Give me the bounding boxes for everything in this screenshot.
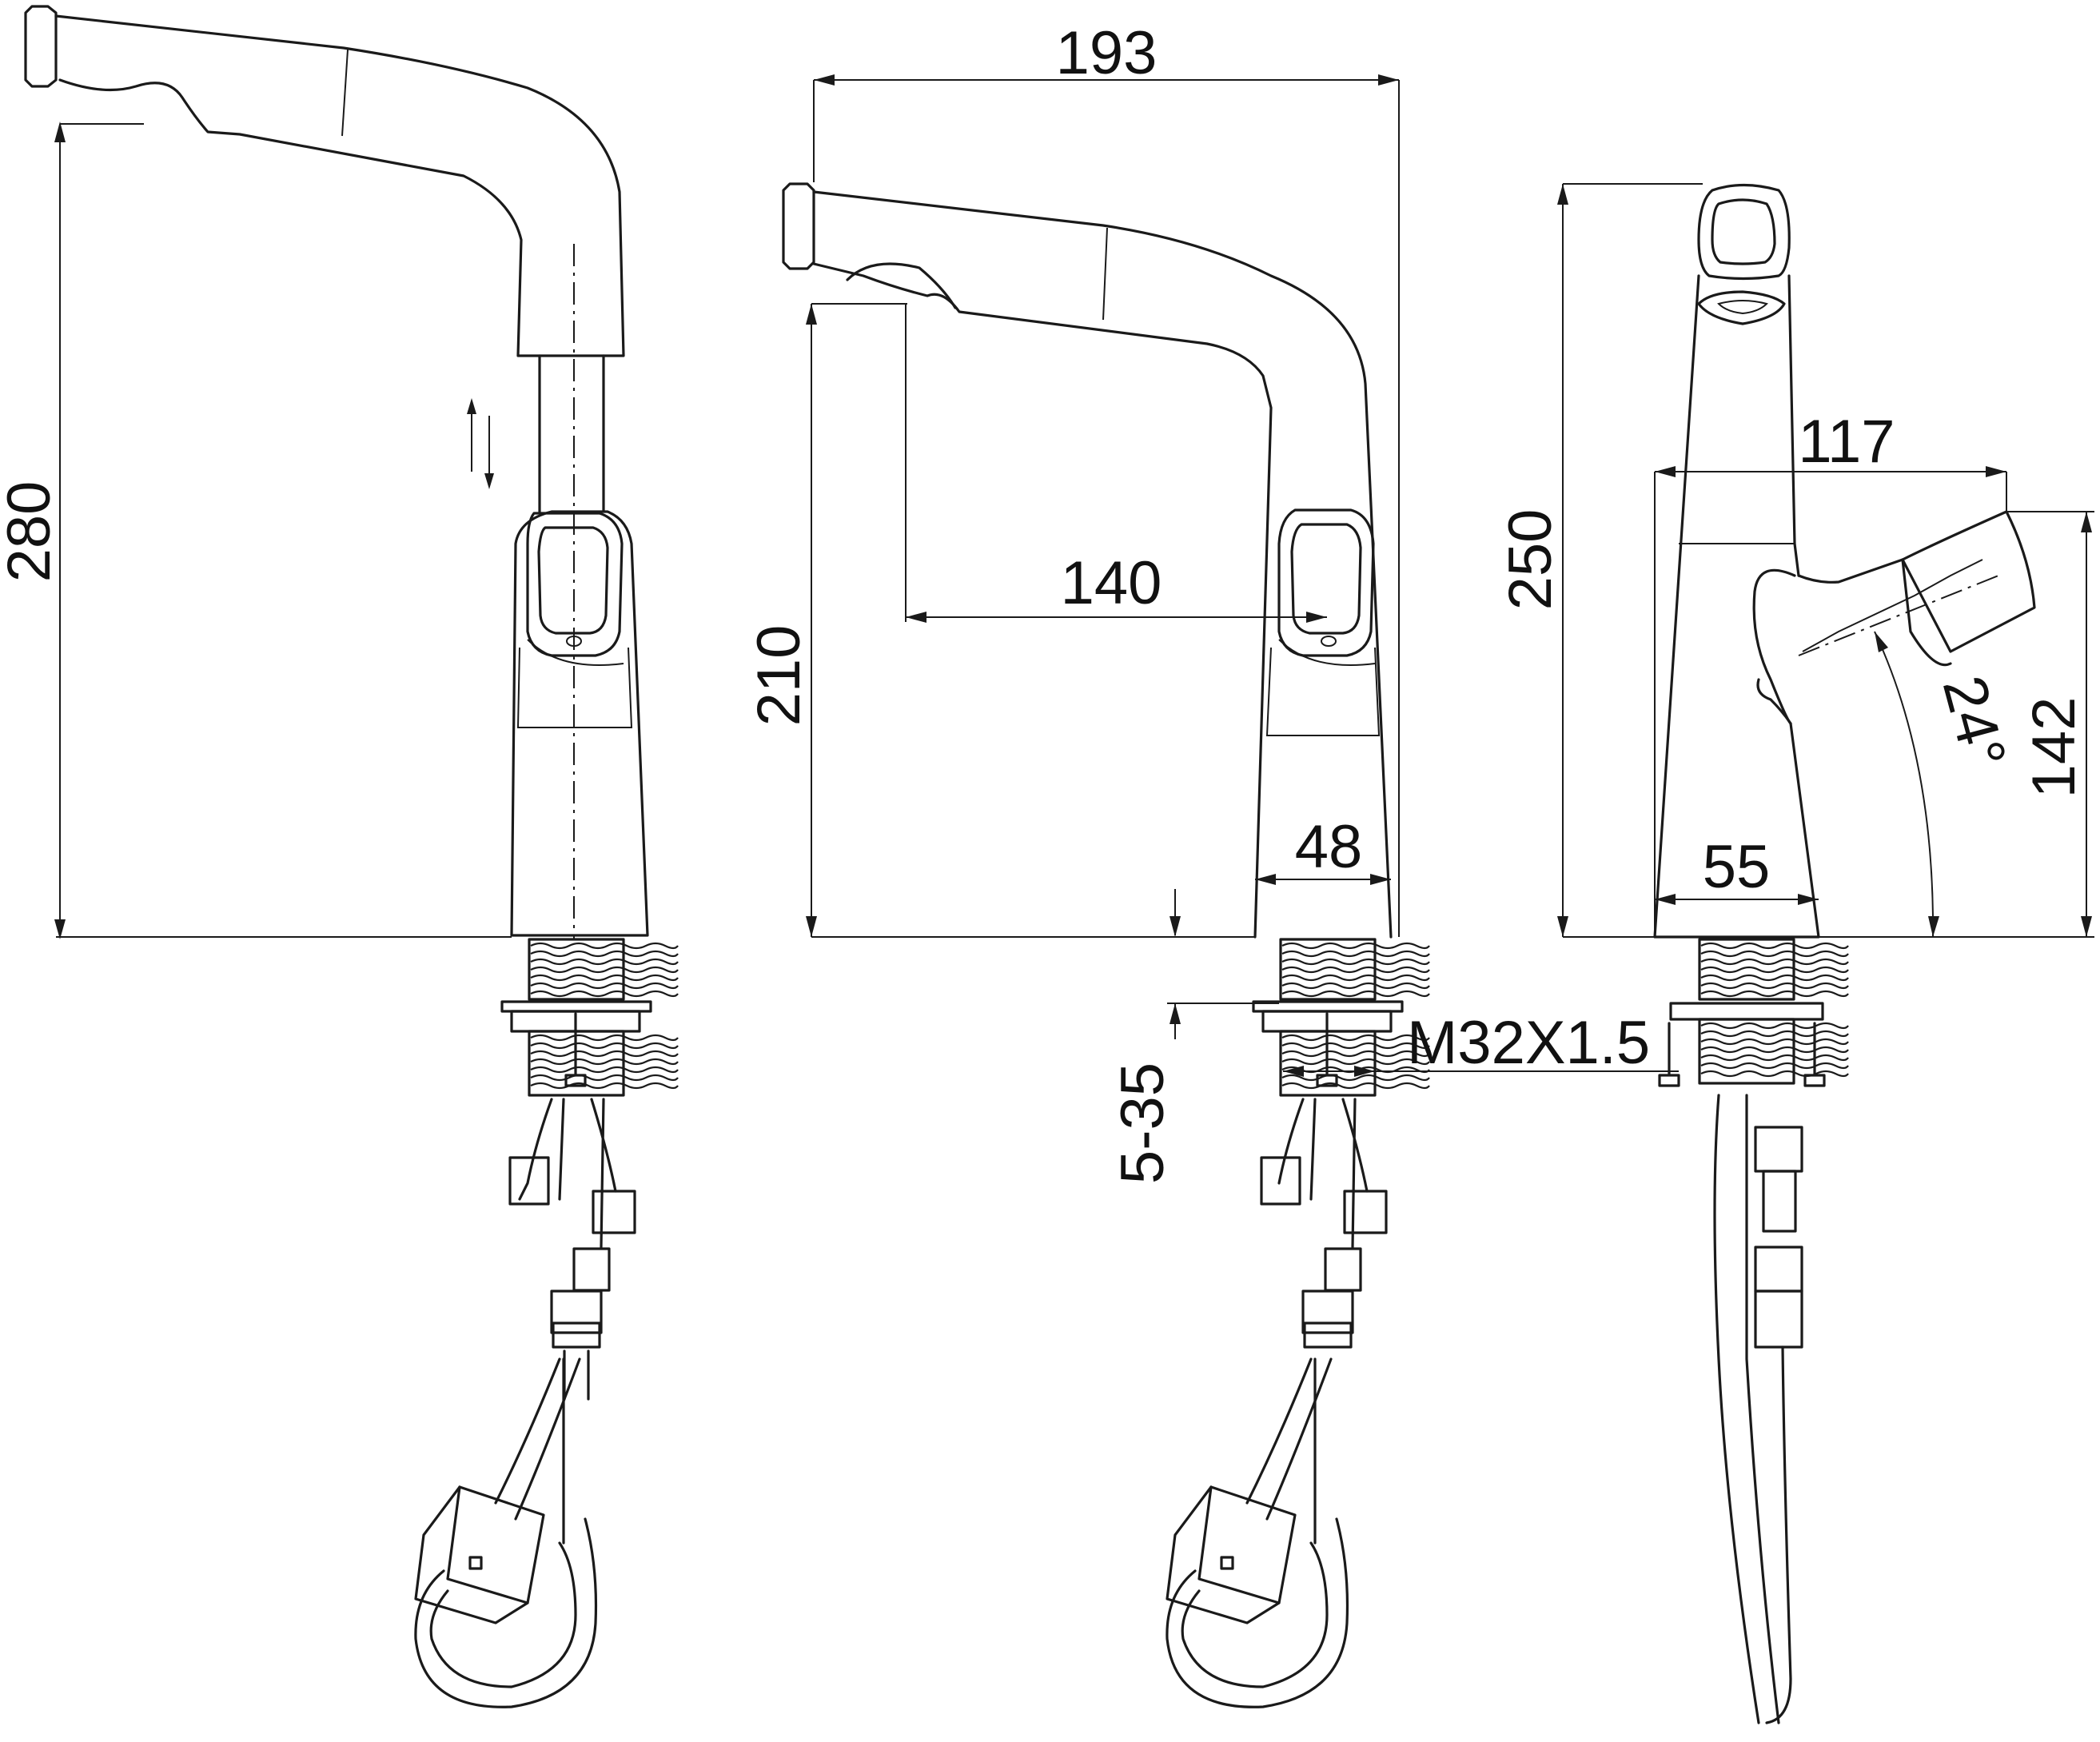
- dim-spout-reach: 140: [905, 304, 1327, 623]
- label-142: 142: [2020, 697, 2088, 799]
- dim-overall-height-side: 250: [1496, 183, 1703, 938]
- dim-counter-thickness: 5-35: [1109, 889, 1279, 1184]
- label-117: 117: [1798, 408, 1895, 476]
- right-view: [1653, 183, 2036, 1724]
- dim-base-width-front: 48: [1255, 813, 1391, 885]
- dim-base-width-side: 55: [1655, 833, 1819, 905]
- dim-spout-height: 210: [745, 303, 1255, 938]
- label-210: 210: [745, 625, 813, 727]
- dim-handle-reach: 117: [1654, 408, 2007, 937]
- label-140: 140: [1061, 549, 1162, 617]
- label-m32x1-5: M32X1.5: [1407, 1009, 1650, 1077]
- dim-handle-angle: 24°: [1798, 575, 2019, 938]
- label-24-degrees: 24°: [1930, 669, 2019, 775]
- label-48: 48: [1295, 813, 1363, 881]
- label-280: 280: [0, 481, 63, 583]
- left-view: [24, 5, 679, 1708]
- dim-total-width: 193: [813, 19, 1400, 937]
- label-55: 55: [1703, 833, 1771, 901]
- label-250: 250: [1496, 509, 1564, 611]
- dim-overall-height-left: 280: [0, 122, 144, 939]
- label-5-35: 5-35: [1109, 1062, 1177, 1184]
- thread-callout: M32X1.5: [1283, 1009, 1679, 1077]
- dim-handle-height: 142: [1819, 511, 2094, 938]
- front-view: [782, 182, 1431, 1708]
- label-193: 193: [1056, 19, 1158, 87]
